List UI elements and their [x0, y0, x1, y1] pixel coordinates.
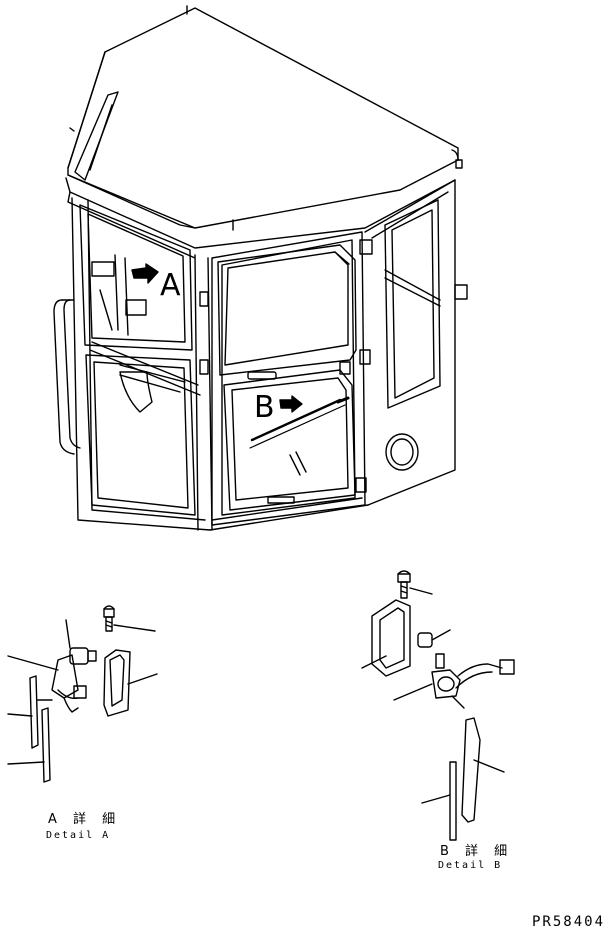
detail-a-cover	[103, 649, 158, 717]
detail-a-parts	[7, 605, 158, 783]
drawing-code: PR58404	[532, 914, 606, 930]
cab-body	[53, 5, 468, 531]
detail-b-motor	[393, 653, 515, 709]
detail-a-bolt	[103, 605, 156, 632]
detail-b-nut	[417, 629, 451, 648]
detail-b-title-en: Detail B	[438, 860, 503, 871]
callout-arrow-b	[279, 395, 303, 413]
callout-arrow-a	[131, 263, 159, 284]
callout-label-b: B	[254, 390, 275, 425]
detail-b-bolt	[397, 570, 433, 599]
detail-b-arm	[461, 717, 505, 823]
detail-a-title-en: Detail A	[46, 830, 111, 841]
detail-a-blade	[7, 707, 51, 783]
detail-b-cover	[361, 599, 411, 677]
detail-a-motor	[7, 619, 97, 713]
callout-label-a: A	[160, 268, 181, 303]
detail-b-blade	[421, 761, 457, 841]
detail-a-arm	[7, 675, 53, 749]
detail-b-parts	[361, 570, 515, 841]
cab-roof	[67, 7, 459, 229]
detail-a-title-jp: A 詳 細	[48, 812, 122, 827]
detail-b-title-jp: B 詳 細	[440, 844, 514, 859]
